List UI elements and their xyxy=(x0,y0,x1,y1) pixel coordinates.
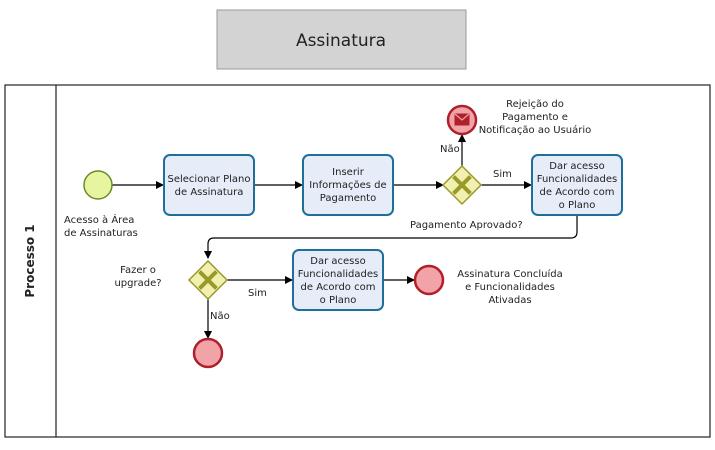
flow-label-nao-2: Não xyxy=(210,311,230,322)
x-mark-icon xyxy=(452,175,472,195)
end-event-concluida: Assinatura Concluída e Funcionalidades A… xyxy=(413,264,563,306)
task-dar-acesso-1-line-1: Dar acesso xyxy=(549,161,604,172)
task-dar-acesso-2: Dar acesso Funcionalidades de Acordo com… xyxy=(292,249,384,311)
concluida-label-line-2: e Funcionalidades xyxy=(465,282,555,293)
end-event-sem-upgrade xyxy=(192,337,224,369)
task-inserir-line-3: Pagamento xyxy=(320,193,376,204)
gateway-pagamento-aprovado: Pagamento Aprovado? xyxy=(410,164,523,231)
start-event-label-line-2: de Assinaturas xyxy=(64,228,138,239)
rejeicao-label-line-2: Pagamento e xyxy=(502,112,568,123)
task-dar-acesso-2-line-1: Dar acesso xyxy=(310,256,365,267)
lane-label: Processo 1 xyxy=(23,224,37,297)
task-selecionar-plano: Selecionar Plano de Assinatura xyxy=(163,154,255,216)
task-dar-acesso-1-line-4: o Plano xyxy=(559,200,596,211)
envelope-icon xyxy=(454,113,470,126)
task-dar-acesso-1: Dar acesso Funcionalidades de Acordo com… xyxy=(531,154,623,216)
gateway-fazer-upgrade: Fazer o upgrade? xyxy=(114,259,229,301)
gateway-pagamento-label: Pagamento Aprovado? xyxy=(410,220,523,231)
flow-label-nao-1: Não xyxy=(440,144,460,155)
task-inserir-informacoes: Inserir Informações de Pagamento xyxy=(302,154,394,216)
x-mark-icon xyxy=(198,270,218,290)
rejeicao-label-line-3: Notificação ao Usuário xyxy=(479,124,592,136)
task-dar-acesso-2-line-2: Funcionalidades xyxy=(298,269,378,280)
task-dar-acesso-2-line-4: o Plano xyxy=(320,295,357,306)
start-event-label-line-1: Acesso à Área xyxy=(64,213,134,226)
flow-label-sim-1: Sim xyxy=(493,169,512,180)
flow-dar-acesso-1-to-upgrade-gateway xyxy=(204,214,578,259)
gateway-upgrade-label-line-1: Fazer o xyxy=(120,265,156,276)
end-event-rejeicao: Rejeição do Pagamento e Notificação ao U… xyxy=(446,99,592,136)
start-event: Acesso à Área de Assinaturas xyxy=(64,170,138,239)
task-dar-acesso-1-line-3: de Acordo com xyxy=(540,187,615,198)
sequence-flows xyxy=(112,134,578,339)
task-dar-acesso-2-line-3: de Acordo com xyxy=(301,282,376,293)
task-selecionar-line-2: de Assinatura xyxy=(175,187,244,198)
concluida-label-line-1: Assinatura Concluída xyxy=(457,268,563,280)
flow-label-sim-2: Sim xyxy=(248,288,267,299)
rejeicao-label-line-1: Rejeição do xyxy=(506,99,564,110)
task-inserir-line-2: Informações de xyxy=(309,180,386,191)
task-selecionar-line-1: Selecionar Plano xyxy=(168,174,251,185)
gateway-upgrade-label-line-2: upgrade? xyxy=(114,278,161,289)
diagram-title-box: Assinatura xyxy=(216,9,467,70)
concluida-label-line-3: Ativadas xyxy=(488,295,531,306)
task-inserir-line-1: Inserir xyxy=(332,167,365,178)
diagram-title: Assinatura xyxy=(296,31,386,51)
task-dar-acesso-1-line-2: Funcionalidades xyxy=(537,174,617,185)
